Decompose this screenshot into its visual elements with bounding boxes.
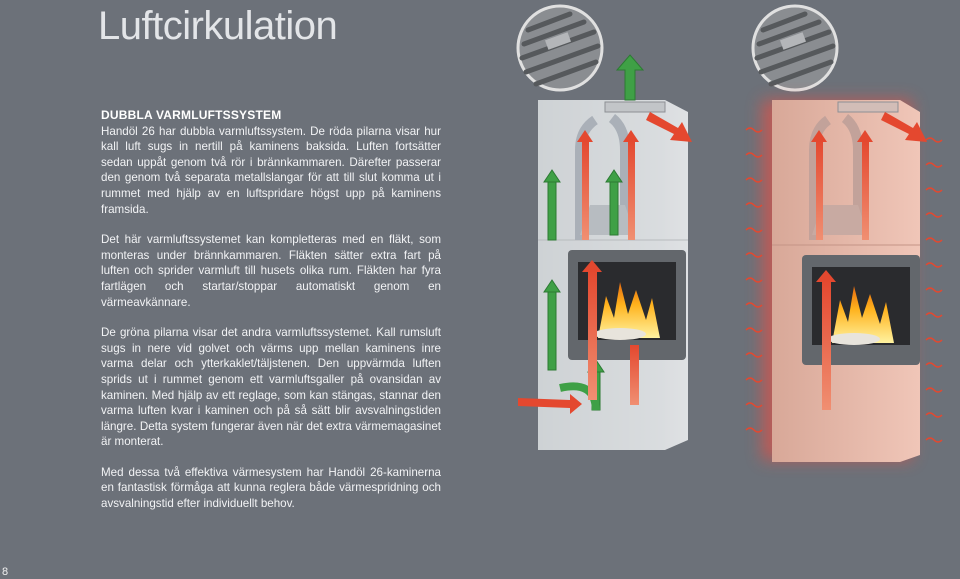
heat-waves [745,127,943,443]
paragraph-2: Det här varmluftssystemet kan kompletter… [101,233,441,309]
paragraph-3: De gröna pilarna visar det andra varmluf… [101,326,441,449]
section-heading: DUBBLA VARMLUFTSSYSTEM [101,108,282,122]
paragraph-4: Med dessa två effektiva värmesystem har … [101,465,441,511]
page-number: 8 [2,566,9,578]
article-body: DUBBLA VARMLUFTSSYSTEM Handöl 26 har dub… [101,108,441,527]
grille-detail-left [516,4,604,92]
stove-right [745,100,943,462]
stove-illustration [516,4,943,462]
page-title: Luftcirkulation [98,4,338,48]
grille-detail-right [751,4,839,92]
stove-left [518,54,692,450]
paragraph-1: Handöl 26 har dubbla varmluftssystem. De… [101,124,441,216]
